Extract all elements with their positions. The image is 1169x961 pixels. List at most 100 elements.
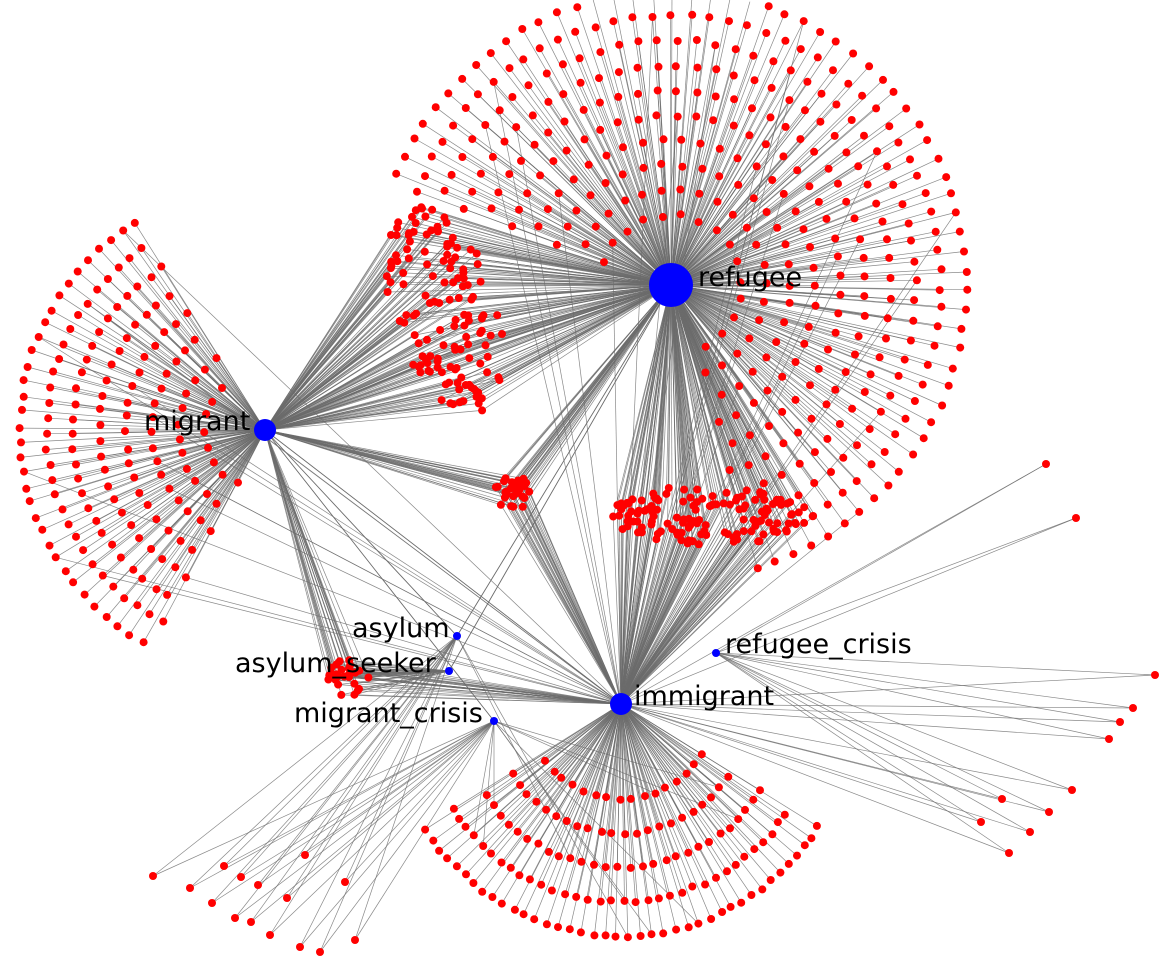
leaf-node	[927, 418, 936, 427]
edge	[670, 284, 923, 385]
leaf-node	[476, 277, 485, 286]
leaf-node	[633, 517, 642, 526]
edge	[670, 31, 821, 286]
leaf-node	[872, 104, 881, 113]
leaf-node	[784, 519, 793, 528]
hub-node-refugee	[649, 263, 693, 307]
hub-node-migrant-crisis	[490, 717, 498, 725]
leaf-node	[82, 355, 91, 364]
edge	[455, 284, 672, 321]
leaf-node	[421, 825, 430, 834]
leaf-node	[909, 316, 918, 325]
leaf-node	[722, 488, 731, 497]
leaf-node	[653, 86, 662, 95]
leaf-node	[580, 135, 589, 144]
leaf-node	[95, 244, 103, 253]
leaf-node	[665, 891, 674, 900]
leaf-node	[715, 417, 723, 426]
leaf-node	[200, 428, 209, 437]
edge	[670, 32, 767, 286]
leaf-node	[713, 197, 722, 206]
edge	[512, 496, 622, 705]
leaf-node	[962, 305, 970, 314]
leaf-node	[842, 197, 851, 206]
leaf-node	[718, 361, 726, 370]
leaf-node	[814, 197, 823, 206]
leaf-node	[566, 854, 575, 863]
leaf-node	[483, 352, 492, 361]
leaf-node	[43, 429, 52, 438]
leaf-node	[524, 81, 533, 90]
edge	[38, 336, 266, 431]
leaf-node	[910, 397, 919, 405]
leaf-node	[747, 891, 756, 899]
edge	[128, 429, 266, 636]
edge	[637, 284, 672, 533]
edges	[19, 0, 1156, 953]
leaf-node	[851, 350, 859, 359]
edge	[670, 284, 875, 499]
leaf-node	[927, 207, 936, 216]
edge	[68, 283, 266, 431]
edge	[670, 277, 891, 286]
leaf-node	[648, 13, 657, 21]
leaf-node	[160, 328, 169, 337]
leaf-nodes	[15, 2, 1159, 956]
leaf-node	[883, 235, 891, 244]
leaf-node	[779, 189, 788, 198]
leaf-node	[801, 106, 809, 115]
edge	[670, 91, 894, 286]
leaf-node	[889, 87, 898, 96]
leaf-node	[759, 479, 768, 488]
leaf-node	[913, 171, 921, 180]
leaf-node	[122, 334, 131, 343]
leaf-node	[463, 281, 472, 290]
leaf-node	[633, 829, 641, 838]
edge	[670, 96, 717, 286]
edge	[484, 124, 622, 705]
edge	[264, 284, 404, 431]
leaf-node	[465, 380, 474, 389]
edge	[512, 96, 672, 286]
edge	[433, 703, 622, 841]
hub-label-migrant: migrant	[144, 406, 250, 437]
edge	[670, 284, 880, 358]
edge	[20, 429, 266, 443]
leaf-node	[19, 392, 28, 401]
leaf-node	[730, 313, 738, 322]
edge	[77, 271, 266, 431]
leaf-node	[477, 314, 486, 323]
leaf-node	[157, 262, 166, 271]
edge	[632, 17, 672, 286]
leaf-node	[572, 892, 581, 901]
leaf-node	[736, 294, 745, 303]
leaf-node	[891, 430, 900, 439]
leaf-node	[785, 281, 794, 290]
leaf-node	[116, 553, 125, 562]
leaf-node	[445, 295, 454, 304]
leaf-node	[998, 795, 1006, 803]
leaf-node	[624, 511, 633, 520]
edge	[620, 519, 685, 705]
leaf-node	[909, 450, 918, 459]
leaf-node	[573, 3, 582, 12]
edge	[411, 216, 672, 286]
leaf-node	[817, 89, 826, 98]
edge	[152, 720, 495, 877]
leaf-node	[1105, 735, 1113, 743]
leaf-node	[563, 222, 572, 231]
edge	[520, 284, 672, 483]
leaf-node	[884, 481, 893, 490]
edge	[670, 284, 915, 301]
leaf-node	[623, 522, 632, 531]
leaf-node	[84, 504, 93, 513]
edge	[620, 703, 798, 856]
leaf-node	[768, 830, 777, 839]
leaf-node	[886, 274, 895, 282]
leaf-node	[859, 253, 868, 262]
edge	[715, 652, 982, 823]
edge	[19, 427, 266, 431]
leaf-node	[791, 519, 800, 527]
leaf-node	[489, 77, 498, 86]
edge	[670, 25, 748, 286]
